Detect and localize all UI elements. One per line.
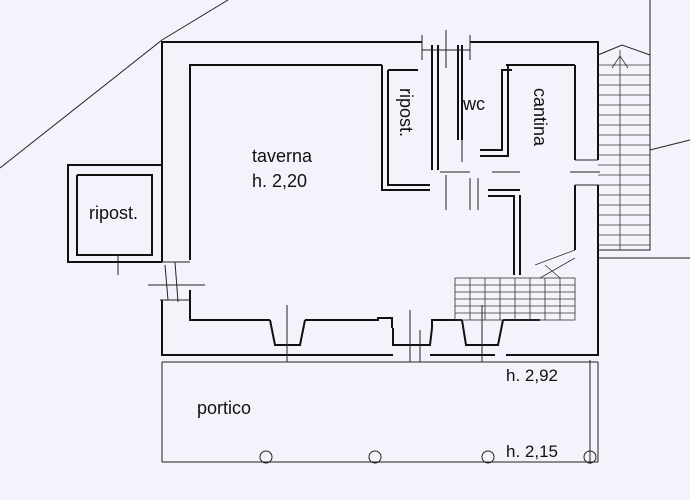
cantina-label: cantina bbox=[530, 88, 550, 147]
column bbox=[368, 450, 382, 464]
ripost-inner-label: ripost. bbox=[396, 88, 416, 137]
portico-outline bbox=[161, 360, 599, 464]
door-marks bbox=[117, 30, 600, 303]
left-annex-walls bbox=[67, 164, 162, 263]
column bbox=[481, 450, 495, 464]
external-stair bbox=[597, 44, 651, 251]
column bbox=[259, 450, 273, 464]
wc-label: wc bbox=[462, 94, 485, 114]
portico-columns bbox=[259, 450, 597, 464]
column bbox=[583, 450, 597, 464]
partition-walls bbox=[381, 45, 520, 275]
portico-label: portico bbox=[197, 398, 251, 418]
wall-pillars bbox=[269, 305, 504, 362]
internal-stair bbox=[454, 249, 576, 321]
portico-height-bottom-label: h. 2,15 bbox=[506, 442, 558, 461]
portico-height-top-label: h. 2,92 bbox=[506, 366, 558, 385]
taverna-height-label: h. 2,20 bbox=[252, 171, 307, 191]
ripost-left-label: ripost. bbox=[89, 203, 138, 223]
taverna-label: taverna bbox=[252, 146, 313, 166]
